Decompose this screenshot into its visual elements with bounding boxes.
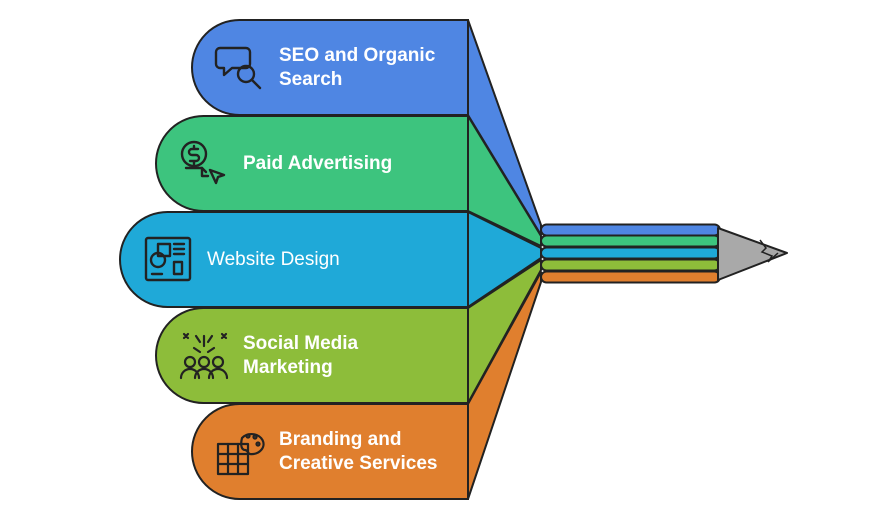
band-seo (191, 19, 469, 116)
strand-web (540, 246, 721, 260)
label-brand-line-1: Branding and (279, 429, 402, 450)
pencil-tip (717, 227, 788, 281)
audience-celebration-icon (179, 332, 229, 380)
label-social-line-2: Marketing (243, 357, 333, 378)
strand-brand (540, 270, 721, 284)
band-paid (155, 115, 469, 212)
pencil-strands (540, 223, 721, 284)
label-social-line-1: Social Media (243, 333, 359, 354)
label-social-media: Social Media Marketing (243, 332, 358, 380)
strand-social (540, 258, 721, 272)
label-website-design: Website Design (207, 248, 340, 272)
label-seo-line-1: SEO and Organic (279, 45, 436, 66)
label-brand-line-2: Creative Services (279, 453, 438, 474)
dollar-cursor-icon (180, 140, 226, 185)
label-paid-advertising: Paid Advertising (243, 152, 392, 176)
label-paid-line-1: Paid Advertising (243, 153, 393, 174)
strand-seo (540, 223, 721, 237)
strand-paid (540, 234, 721, 248)
category-bands (119, 19, 469, 500)
web-layout-icon (144, 236, 192, 282)
pencil-tip-edge (759, 239, 779, 263)
pencil-connectors (467, 19, 542, 500)
band-web (119, 211, 469, 308)
label-web-line-1: Website Design (207, 249, 340, 270)
label-branding: Branding and Creative Services (279, 428, 437, 476)
palette-swatch-icon (216, 432, 265, 476)
band-brand (191, 403, 469, 500)
band-social (155, 307, 469, 404)
label-seo: SEO and Organic Search (279, 44, 435, 92)
label-seo-line-2: Search (279, 69, 343, 90)
chat-search-icon (214, 46, 262, 90)
